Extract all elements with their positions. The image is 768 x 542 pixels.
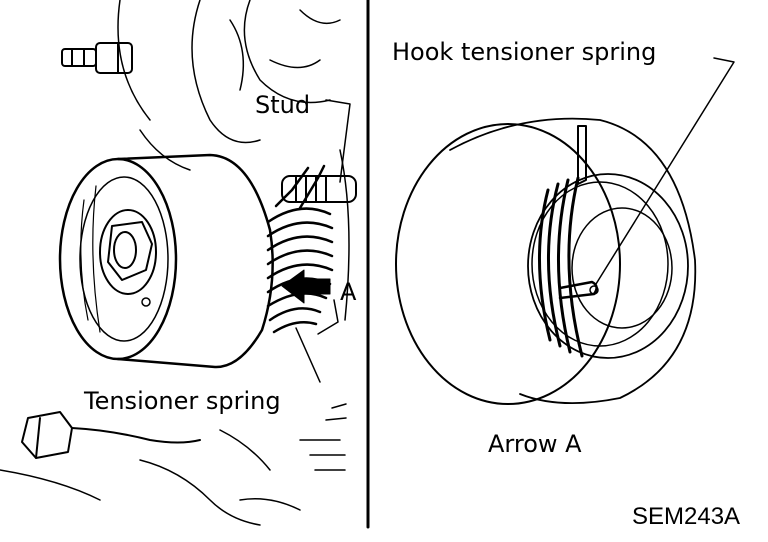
arrow-a-view bbox=[396, 119, 695, 404]
arrow-a-indicator bbox=[282, 270, 330, 303]
tensioner-spring-label: Tensioner spring bbox=[84, 387, 281, 415]
arrow-a-view-title: Arrow A bbox=[488, 430, 582, 458]
left-leader-lines bbox=[296, 100, 350, 420]
lower-bolt bbox=[22, 412, 200, 458]
upper-bolt bbox=[62, 43, 132, 73]
stud-label: Stud bbox=[255, 91, 311, 119]
engine-background bbox=[0, 0, 349, 525]
hook-leader-line bbox=[596, 58, 734, 284]
hook-tensioner-spring-label: Hook tensioner spring bbox=[392, 38, 657, 66]
tensioner-spring bbox=[268, 166, 332, 332]
tensioner-pulley bbox=[60, 155, 273, 367]
figure-code: SEM243A bbox=[632, 503, 741, 530]
arrow-a-label: A bbox=[340, 278, 357, 306]
